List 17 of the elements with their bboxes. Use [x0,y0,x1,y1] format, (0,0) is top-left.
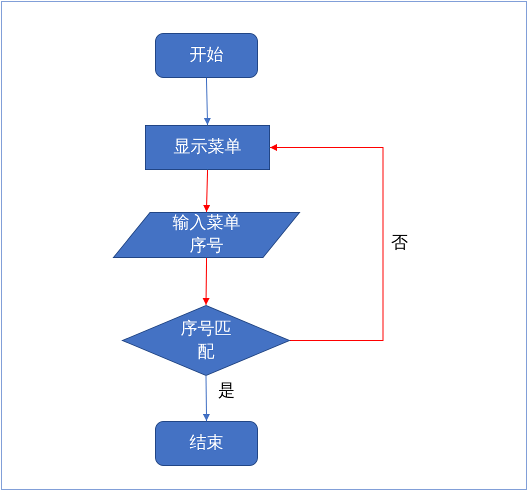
decision-diamond [122,305,290,376]
node-label: 显示菜单 [174,136,242,159]
terminal-box [155,33,258,78]
arrow [203,170,210,212]
terminal-box [155,421,258,466]
process-box [145,125,270,170]
arrow [204,78,211,126]
arrow [202,258,210,306]
node-label: 开始 [190,44,224,67]
edge-label: 否 [389,232,410,253]
node-label: 输入菜单序号 [172,212,242,258]
node-label: 结束 [190,432,224,455]
input-parallelogram [113,212,300,258]
arrow [202,376,210,422]
arrow [270,144,384,341]
edge-label: 是 [216,381,237,402]
node-label: 序号匹配 [180,318,232,364]
